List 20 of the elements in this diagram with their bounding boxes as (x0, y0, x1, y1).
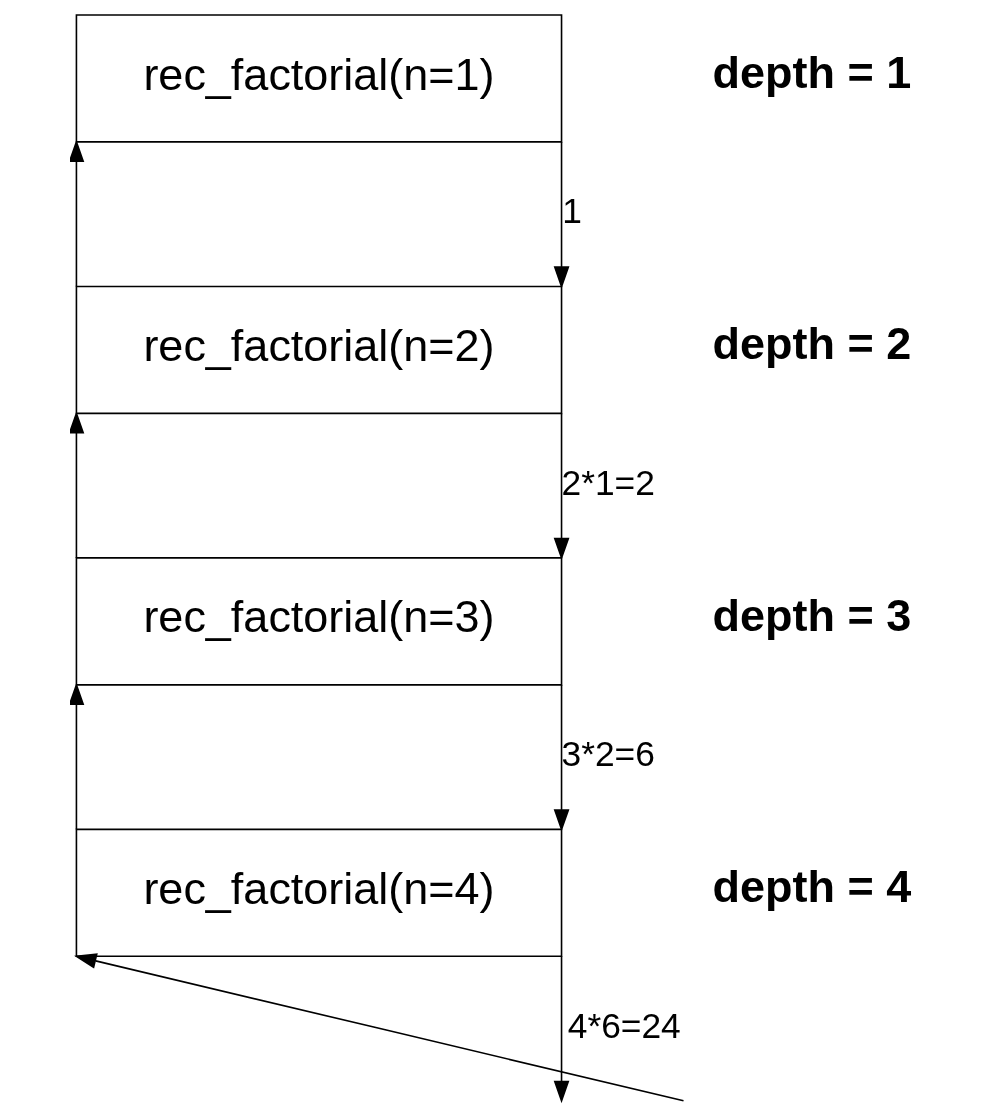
arrow (553, 141, 570, 289)
node-box: rec_factorial(n=4) (75, 828, 563, 958)
edge-label: 2*1=2 (561, 462, 655, 502)
arrow (70, 682, 85, 831)
node-box: rec_factorial(n=2) (75, 285, 563, 415)
edge-label: 4*6=24 (567, 1005, 681, 1045)
arrow (553, 955, 570, 1104)
edge-label: 1 (562, 191, 582, 231)
node-label: depth = 1 (712, 46, 912, 98)
node-box: rec_factorial(n=3) (75, 557, 563, 686)
arrow (70, 139, 85, 288)
arrow (70, 410, 85, 559)
node-label: depth = 4 (712, 861, 912, 913)
edge-label: 3*2=6 (561, 734, 655, 774)
arrow (74, 953, 685, 1102)
arrow (553, 684, 570, 832)
node-box: rec_factorial(n=1) (75, 14, 563, 143)
node-label: depth = 3 (712, 589, 912, 641)
node-label: depth = 2 (712, 318, 912, 370)
arrow (553, 412, 570, 561)
